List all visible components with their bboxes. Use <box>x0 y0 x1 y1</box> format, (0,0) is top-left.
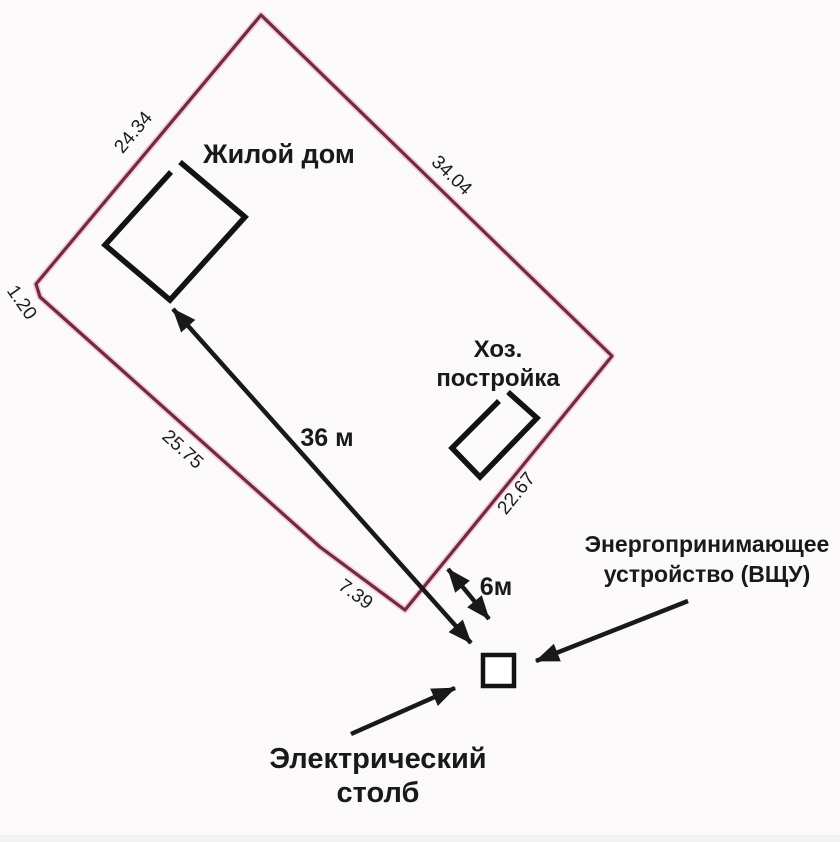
outbuilding-label-line1: Хоз. <box>474 336 523 363</box>
dimension-upper-right: 34.04 <box>427 152 476 200</box>
plot-boundary-glow <box>32 11 616 614</box>
plot-boundary <box>34 13 614 612</box>
device-label-line2: устройство (ВЩУ) <box>604 561 811 587</box>
pole-label-line1: Электрический <box>269 743 486 775</box>
house-label: Жилой дом <box>202 139 355 169</box>
dimension-lower-left: 25.75 <box>158 426 207 473</box>
pole-label-line2: столб <box>337 777 420 809</box>
distance-6m-label: 6м <box>480 573 512 601</box>
arrow-boundary-to-pole-6m <box>446 567 491 621</box>
device-label-line1: Энергопринимающее <box>585 531 830 557</box>
arrow-pole-label-to-pole <box>350 685 456 737</box>
arrow-device-label-to-pole <box>535 598 689 664</box>
house-outline <box>101 159 249 304</box>
scan-edge-artifact <box>0 835 840 842</box>
outbuilding-label-line2: постройка <box>436 365 560 392</box>
electric-pole-square <box>480 652 517 689</box>
arrow-house-to-pole-36m <box>171 307 473 645</box>
distance-36m-label: 36 м <box>300 424 353 452</box>
